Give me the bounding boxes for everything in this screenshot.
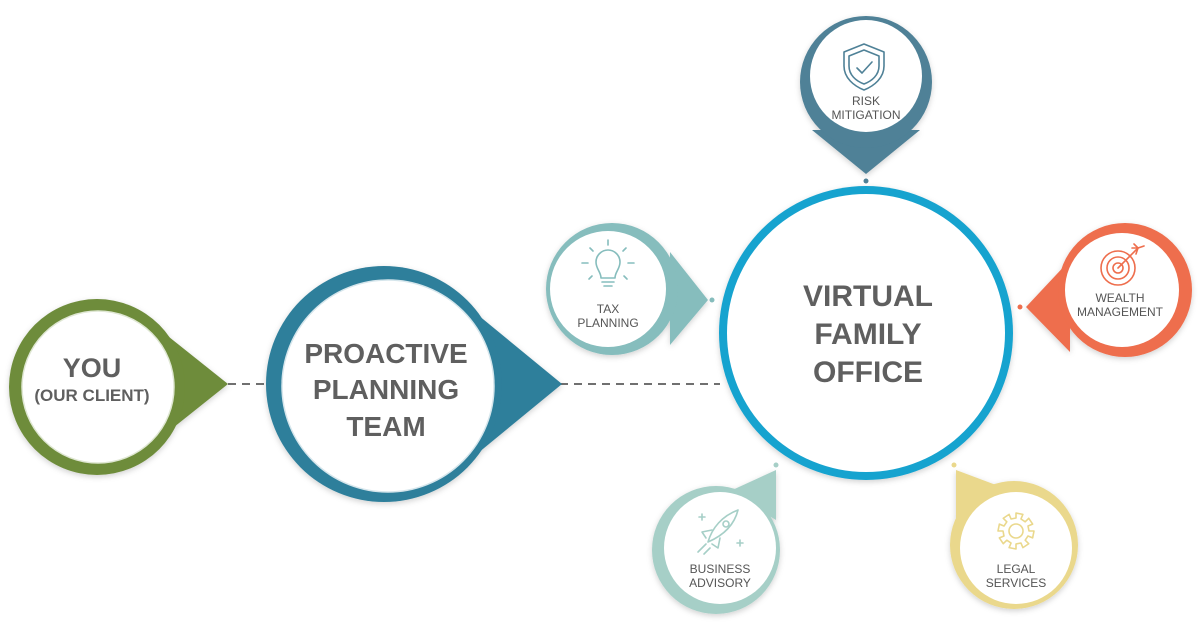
legal-label-line2: SERVICES (986, 576, 1046, 590)
wealth-label-line1: WEALTH (1095, 291, 1144, 305)
client-title: YOU (63, 353, 122, 383)
node-tax (546, 223, 708, 355)
tax-pointer (670, 252, 708, 345)
risk-label-line2: MITIGATION (831, 108, 900, 122)
node-business (652, 470, 780, 614)
legal-label-line1: LEGAL (997, 562, 1036, 576)
connector-dot-risk (863, 178, 869, 184)
lightbulb-icon (581, 239, 635, 287)
connector-dot-business (773, 462, 779, 468)
risk-label-line1: RISK (852, 94, 880, 108)
tax-inner (550, 231, 666, 347)
business-inner (664, 492, 776, 604)
client-inner (21, 310, 175, 464)
shield-check-icon (843, 43, 885, 91)
target-icon (1100, 243, 1145, 286)
team-title-line3: TEAM (346, 411, 425, 442)
risk-inner (810, 20, 922, 132)
node-team (266, 266, 562, 502)
wealth-inner (1065, 233, 1179, 347)
gear-icon (997, 512, 1035, 550)
node-risk (800, 16, 932, 174)
wealth-label-line2: MANAGEMENT (1077, 305, 1164, 319)
business-label-line1: BUSINESS (690, 562, 751, 576)
team-title-line2: PLANNING (313, 374, 459, 405)
connector-dot-tax (709, 297, 715, 303)
vfo-inner (727, 194, 1005, 472)
tax-label-line1: TAX (597, 302, 619, 316)
client-subtitle: (OUR CLIENT) (34, 386, 149, 405)
tax-label-line2: PLANNING (577, 316, 638, 330)
connector-dot-wealth (1017, 304, 1023, 310)
business-pointer (728, 470, 776, 520)
node-vfo (719, 186, 1013, 480)
node-wealth (1026, 223, 1192, 357)
business-label-line2: ADVISORY (689, 576, 751, 590)
team-inner (281, 279, 495, 493)
connector-dot-legal (951, 462, 957, 468)
vfo-title-line1: VIRTUAL (803, 280, 933, 313)
rocket-icon (697, 509, 744, 555)
vfo-title-line3: OFFICE (813, 356, 923, 389)
team-title-line1: PROACTIVE (304, 338, 467, 369)
vfo-title-line2: FAMILY (814, 318, 921, 351)
node-client (9, 299, 228, 475)
